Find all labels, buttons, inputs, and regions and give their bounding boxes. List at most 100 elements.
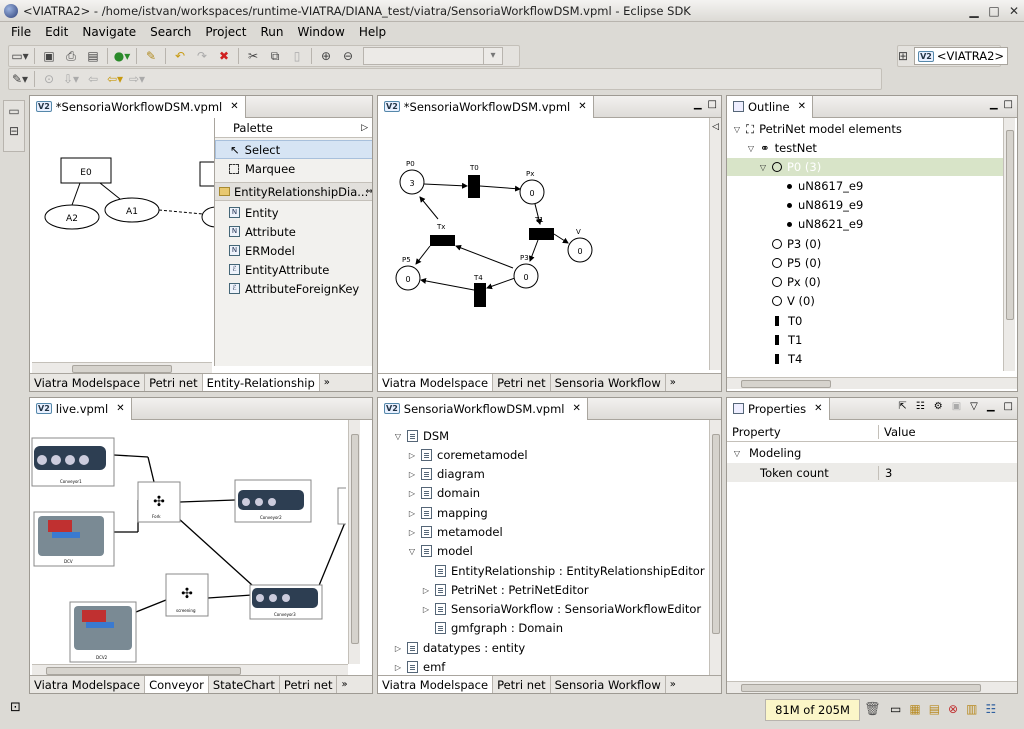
collapse-icon[interactable]: ▽ <box>747 143 755 153</box>
close-tab-icon[interactable]: ✕ <box>572 403 581 414</box>
restore-icon[interactable]: ▭ <box>890 702 902 716</box>
tree-node-transition[interactable]: T0 <box>772 312 802 330</box>
menu-help[interactable]: Help <box>358 25 387 39</box>
trash-icon[interactable]: 🗑 <box>864 702 881 717</box>
zoom-in-icon[interactable]: ⊕ <box>320 49 332 63</box>
view-menu-icon[interactable]: ▽ <box>970 401 978 412</box>
tree-node-token[interactable]: uN8617_e9 <box>787 177 863 195</box>
collapse-icon[interactable]: ▽ <box>408 546 416 556</box>
zoom-out-icon[interactable]: ⊖ <box>342 49 354 63</box>
tree-node-model-child[interactable]: ▷PetriNet : PetriNetEditor <box>420 581 589 599</box>
close-tab-icon[interactable]: ✕ <box>578 101 587 112</box>
page-viatra-modelspace[interactable]: Viatra Modelspace <box>30 373 146 391</box>
entity-node[interactable] <box>60 157 112 184</box>
tree-node-model-child[interactable]: gmfgraph : Domain <box>432 619 563 637</box>
pin-view-icon[interactable]: ⇱ <box>898 401 907 412</box>
tree-node-transition[interactable]: T1 <box>772 331 802 349</box>
expand-icon[interactable]: ▷ <box>422 585 430 595</box>
dcv-node[interactable]: DCV2 <box>69 601 137 663</box>
vertical-scrollbar[interactable] <box>709 420 721 678</box>
petri-net-canvas[interactable]: 3 P0 0 Px 0 V 0 P3 0 P5 T0 T1 Tx T4 <box>378 118 708 370</box>
horizontal-scrollbar[interactable] <box>727 681 1017 693</box>
page-sensoria-workflow[interactable]: Sensoria Workflow <box>551 675 666 693</box>
tree-node-model[interactable]: ▽model <box>406 542 473 560</box>
property-row[interactable]: Token count 3 <box>727 463 1017 482</box>
page-petri-net[interactable]: Petri net <box>493 675 551 693</box>
close-icon[interactable]: ✕ <box>1008 3 1020 18</box>
run-icon[interactable]: ●▾ <box>113 49 131 63</box>
restore-icon[interactable]: ▭ <box>8 104 20 118</box>
page-sensoria-workflow[interactable]: Sensoria Workflow <box>551 373 666 391</box>
menu-window[interactable]: Window <box>297 25 345 39</box>
hierarchy-icon[interactable]: ⊟ <box>8 124 20 138</box>
tree-node-place[interactable]: V (0) <box>772 292 815 310</box>
next-annotation-icon[interactable]: ⇩▾ <box>62 72 80 86</box>
screening-node[interactable]: ✣ screening <box>165 573 209 617</box>
expand-icon[interactable]: ▷ <box>408 488 416 498</box>
page-viatra-modelspace[interactable]: Viatra Modelspace <box>378 373 494 391</box>
pin-drawer-icon[interactable]: ⇔ <box>365 186 373 197</box>
more-pages-icon[interactable]: » <box>341 679 348 690</box>
tab-live-editor[interactable]: V2 live.vpml ✕ <box>30 398 132 420</box>
maximize-view-icon[interactable]: □ <box>1003 401 1013 412</box>
tab-properties[interactable]: Properties ✕ <box>727 398 830 420</box>
delete-icon[interactable]: ✖ <box>218 49 230 63</box>
tab-outline[interactable]: Outline ✕ <box>727 96 813 118</box>
maximize-view-icon[interactable]: □ <box>707 99 717 110</box>
new-icon[interactable]: ▭▾ <box>11 49 29 63</box>
tasks-icon[interactable]: ▥ <box>966 702 978 716</box>
database-icon[interactable]: ▦ <box>909 702 921 716</box>
open-perspective-icon[interactable]: ⊞ <box>898 49 909 63</box>
cut-icon[interactable]: ✂ <box>247 49 259 63</box>
expand-icon[interactable]: ▷ <box>394 643 402 653</box>
tree-node-mapping[interactable]: ▷mapping <box>406 504 488 522</box>
horizontal-scrollbar[interactable] <box>727 377 1017 389</box>
categories-icon[interactable]: ☷ <box>915 401 925 412</box>
vertical-scrollbar[interactable]: ◁ <box>709 118 721 370</box>
conveyor-node[interactable]: Conveyor3 <box>249 584 323 620</box>
wand-icon[interactable]: ✎ <box>145 49 157 63</box>
error-log-icon[interactable]: ⊗ <box>948 702 959 716</box>
tree-node-token[interactable]: uN8619_e9 <box>787 196 863 214</box>
binary-icon[interactable]: ▤ <box>87 49 99 63</box>
transition-t0[interactable] <box>468 175 480 198</box>
tree-node-model-child[interactable]: ▷SensoriaWorkflow : SensoriaWorkflowEdit… <box>420 600 701 618</box>
transition-tx[interactable] <box>430 235 455 246</box>
minimize-view-icon[interactable]: ▁ <box>986 401 995 412</box>
page-viatra-modelspace[interactable]: Viatra Modelspace <box>378 675 494 693</box>
page-petri-net[interactable]: Petri net <box>493 373 551 391</box>
tree-node-selected-place[interactable]: ▽P0 (3) <box>727 158 1003 176</box>
menu-navigate[interactable]: Navigate <box>82 25 137 39</box>
collapse-icon[interactable]: ▽ <box>733 448 741 458</box>
undo-icon[interactable]: ↶ <box>174 49 186 63</box>
tree-node-metamodel[interactable]: ▷metamodel <box>406 523 503 541</box>
print-icon[interactable]: ⎙ <box>66 48 76 63</box>
paste-icon[interactable]: ▯ <box>293 49 301 63</box>
dcv-node[interactable]: DCV <box>33 511 115 567</box>
maximize-icon[interactable]: □ <box>988 3 1000 18</box>
perspective-viatra[interactable]: V2 <VIATRA2> <box>914 47 1009 65</box>
expand-icon[interactable]: ▷ <box>408 508 416 518</box>
prev-annotation-icon[interactable]: ⇦ <box>87 72 99 86</box>
tab-er-editor[interactable]: V2 *SensoriaWorkflowDSM.vpml ✕ <box>30 96 246 118</box>
conveyor-node[interactable]: Conveyor1 <box>31 437 115 487</box>
tree-node-net[interactable]: ▽⚭testNet <box>745 139 817 157</box>
tab-tree-editor[interactable]: V2 SensoriaWorkflowDSM.vpml ✕ <box>378 398 588 420</box>
close-tab-icon[interactable]: ✕ <box>814 403 823 414</box>
page-viatra-modelspace[interactable]: Viatra Modelspace <box>30 675 146 693</box>
console-icon[interactable]: ▤ <box>928 702 941 716</box>
redo-icon[interactable]: ↷ <box>196 49 208 63</box>
tree-node-coremetamodel[interactable]: ▷coremetamodel <box>406 446 528 464</box>
horizontal-scrollbar[interactable] <box>32 664 348 676</box>
live-diagram-canvas[interactable]: Conveyor1 ✣ Fork Conveyor2 DCV Conveyor3 <box>30 420 346 664</box>
transition-t1[interactable] <box>529 228 554 240</box>
filter-icon[interactable]: ⚙ <box>933 401 943 412</box>
copy-icon[interactable]: ⧉ <box>270 48 280 63</box>
heap-status[interactable]: 81M of 205M <box>765 699 860 721</box>
conveyor-node[interactable]: Conveyor2 <box>234 479 312 523</box>
minimize-view-icon[interactable]: ▁ <box>989 99 998 110</box>
tree-node-root[interactable]: ▽⛶PetriNet model elements <box>731 120 902 138</box>
